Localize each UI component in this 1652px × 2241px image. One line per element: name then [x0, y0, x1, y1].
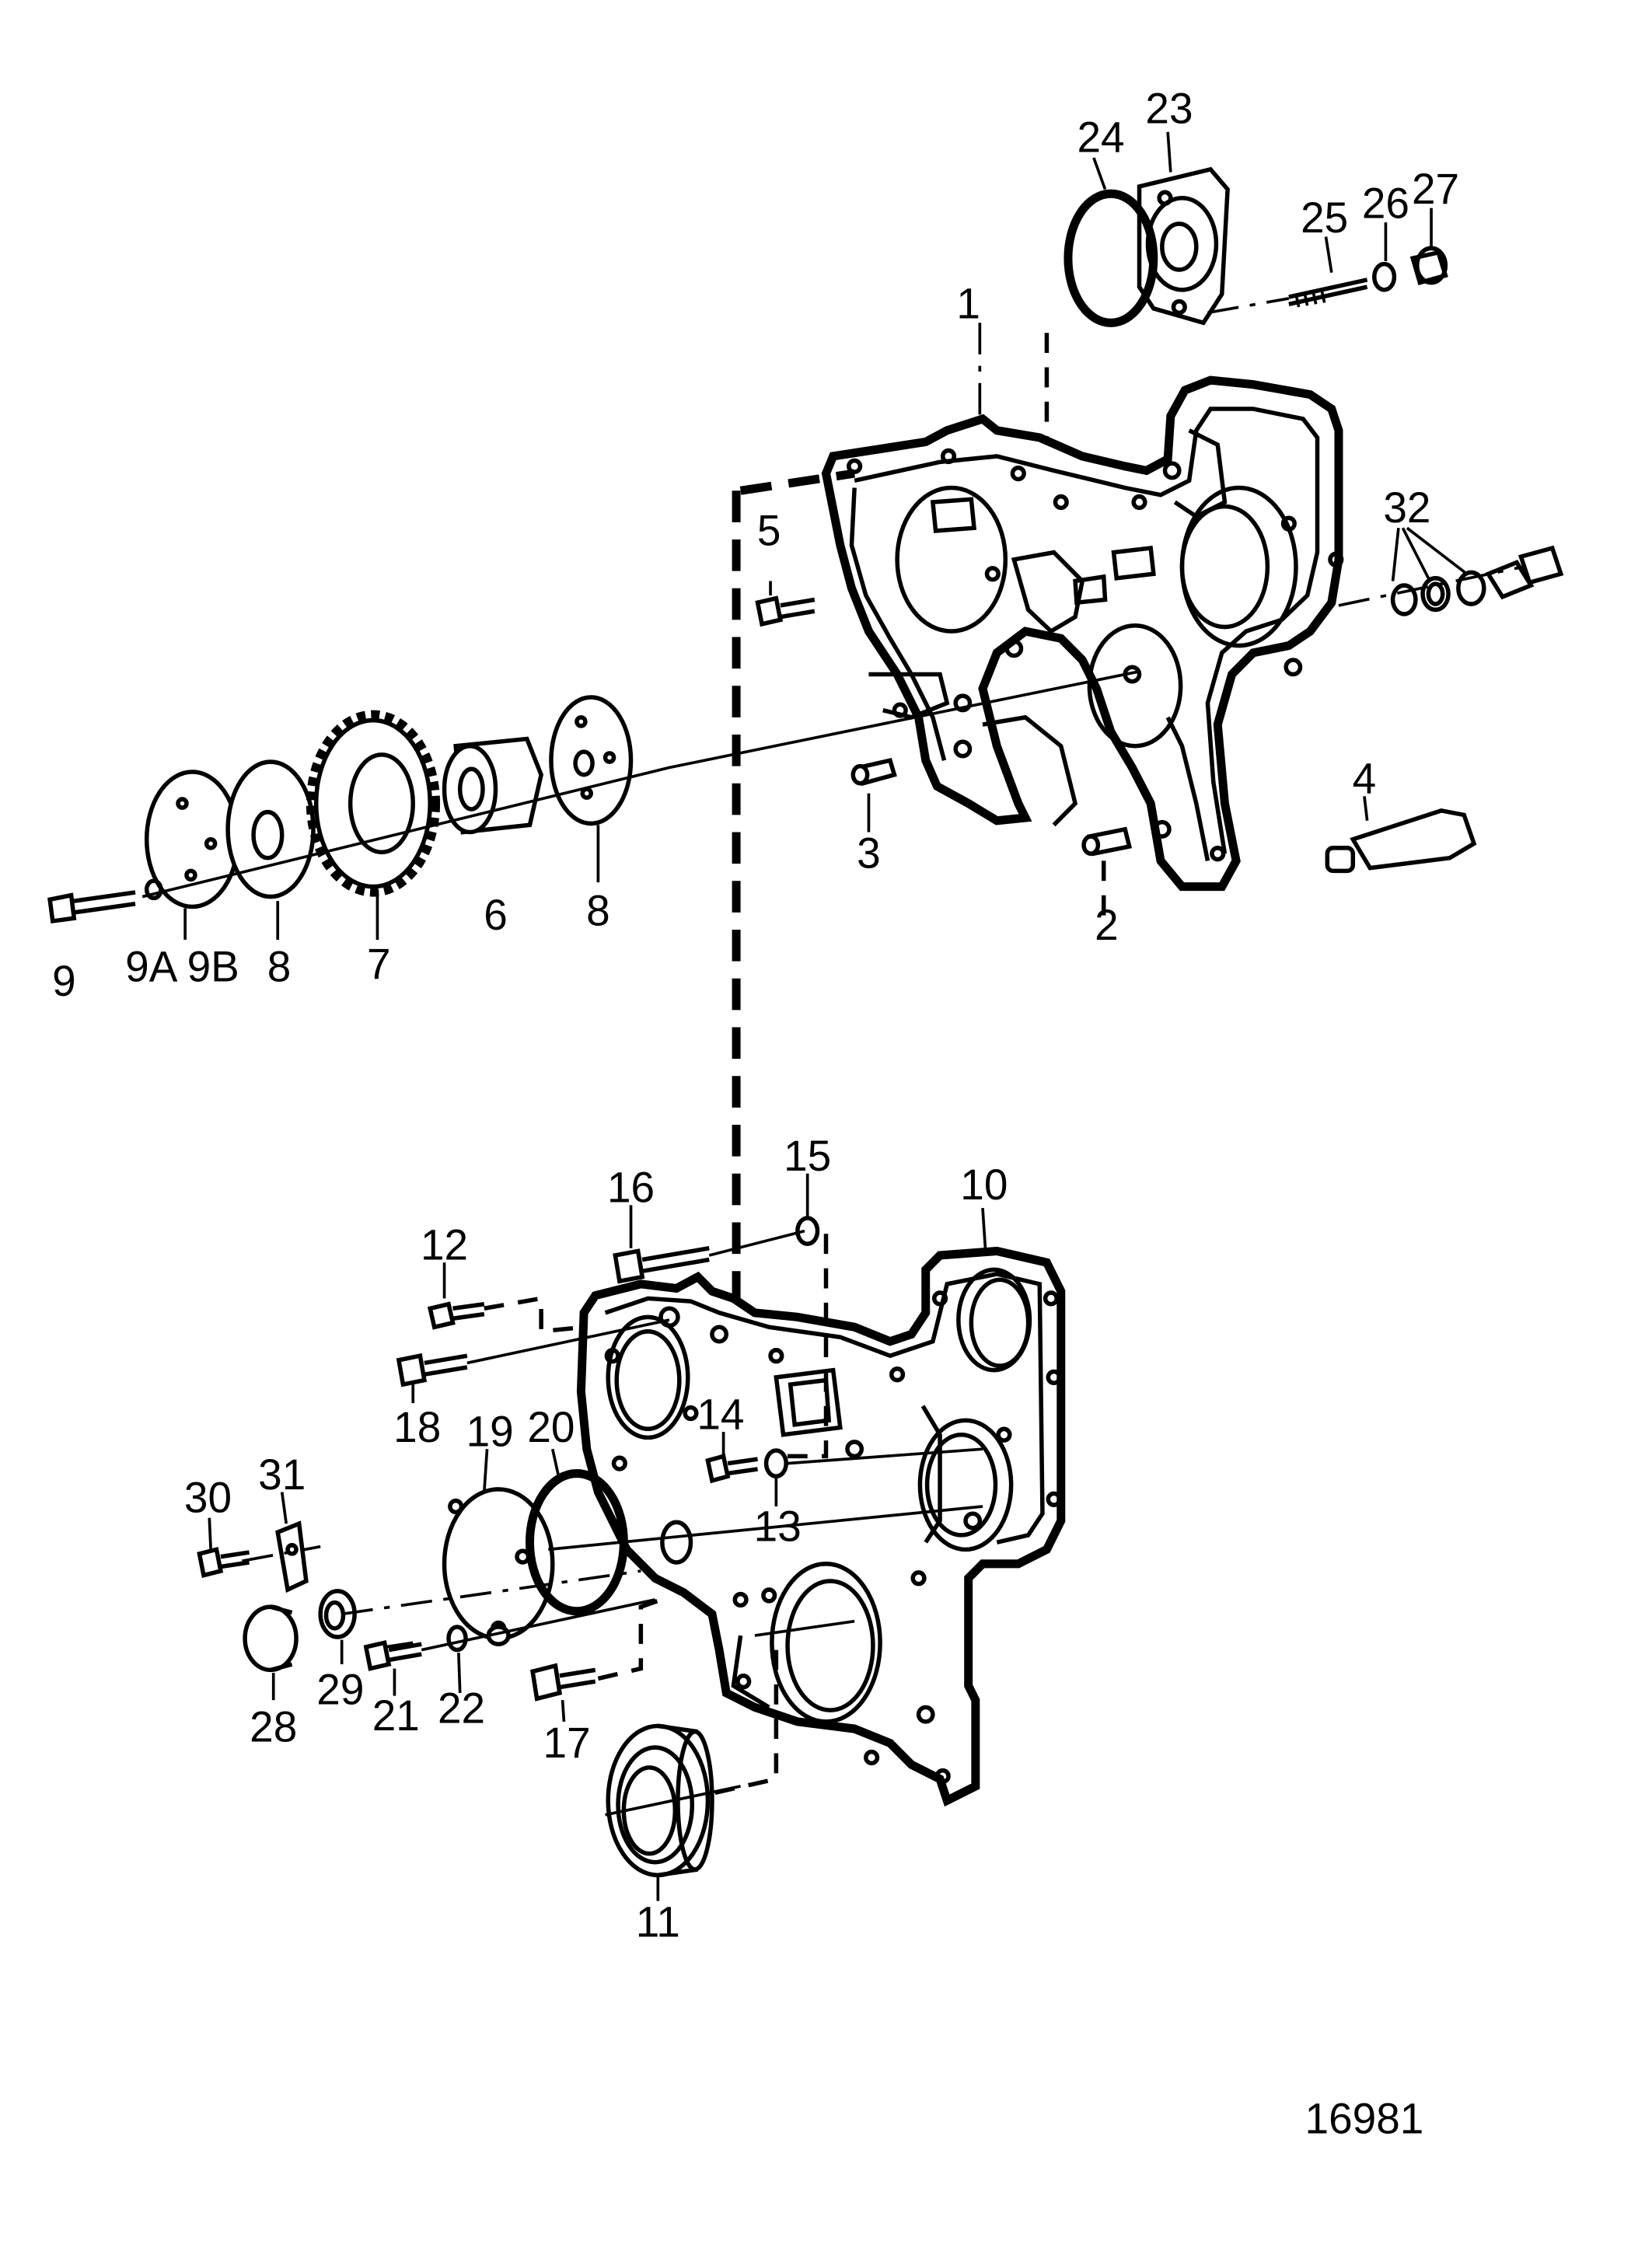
o-ring-24 — [1063, 189, 1158, 327]
part-label: 3 — [857, 829, 881, 877]
bolt-9 — [47, 878, 163, 924]
part-label: 28 — [250, 1703, 297, 1751]
part-label: 2 — [1095, 901, 1119, 949]
bolt-5 — [755, 595, 816, 627]
part-label: 25 — [1301, 194, 1348, 242]
washer-15 — [795, 1216, 820, 1246]
part-label: 20 — [527, 1403, 575, 1451]
washer-13 — [763, 1448, 788, 1479]
label-leaders — [183, 131, 1468, 1901]
bolt-14 — [705, 1453, 758, 1484]
part-label: 11 — [636, 1898, 680, 1946]
part-label: 32 — [1383, 483, 1430, 532]
washer-22 — [446, 1625, 468, 1653]
part-label: 8 — [586, 886, 610, 934]
bolt-18 — [396, 1353, 468, 1388]
part-label: 9A 9B — [125, 942, 239, 990]
part-label: 15 — [784, 1132, 831, 1180]
flange-8 — [225, 759, 316, 899]
part-label: 18 — [393, 1403, 441, 1451]
part-label: 31 — [258, 1450, 306, 1499]
part-label: 27 — [1412, 165, 1459, 213]
part-label: 8 — [267, 942, 292, 990]
bolt-12 — [427, 1301, 485, 1330]
part-label: 13 — [754, 1502, 802, 1550]
part-labels: 1 2 3 4 5 6 7 8 8 9 9A 9B 10 11 12 13 14… — [52, 85, 1459, 2143]
part-label: 9 — [52, 957, 76, 1005]
part-label: 29 — [316, 1666, 364, 1714]
part-label: 21 — [372, 1691, 420, 1740]
part-label: 26 — [1362, 179, 1409, 227]
bracket-31 — [275, 1520, 309, 1593]
timing-cover — [576, 1246, 1066, 1807]
assembly-lines — [242, 469, 983, 1817]
crankshaft-seal-11 — [606, 1723, 714, 1878]
sealant-tube — [1325, 808, 1477, 874]
flange-8-right — [549, 695, 634, 826]
part-label: 19 — [466, 1407, 514, 1455]
sender-with-seals — [1338, 545, 1564, 616]
cover-plate-23 — [1137, 166, 1230, 326]
part-label: 4 — [1353, 754, 1377, 802]
part-label: 12 — [421, 1220, 468, 1269]
part-label: 24 — [1077, 113, 1124, 161]
bolt-30 — [197, 1546, 250, 1578]
part-label: 5 — [757, 506, 781, 554]
camshaft-gear-7 — [306, 710, 441, 897]
part-label: 17 — [543, 1719, 591, 1767]
bolt-16 — [613, 1246, 710, 1284]
bolt-21 — [363, 1639, 422, 1671]
part-label: 23 — [1145, 85, 1193, 133]
stud-25 — [1288, 246, 1448, 308]
part-label: 10 — [960, 1161, 1008, 1209]
ring-29 — [318, 1589, 357, 1639]
timing-gear-housing — [821, 375, 1344, 892]
part-label: 1 — [956, 280, 980, 328]
part-label: 6 — [484, 891, 508, 939]
plug-28 — [243, 1604, 299, 1673]
part-label: 7 — [367, 940, 391, 988]
part-label: 16 — [607, 1164, 655, 1212]
part-label: 22 — [438, 1684, 485, 1733]
dowel-pins — [850, 757, 1133, 919]
part-label: 14 — [697, 1390, 744, 1438]
bolt-17 — [530, 1663, 596, 1702]
part-label: 30 — [184, 1473, 232, 1521]
document-number: 16981 — [1305, 2094, 1424, 2142]
